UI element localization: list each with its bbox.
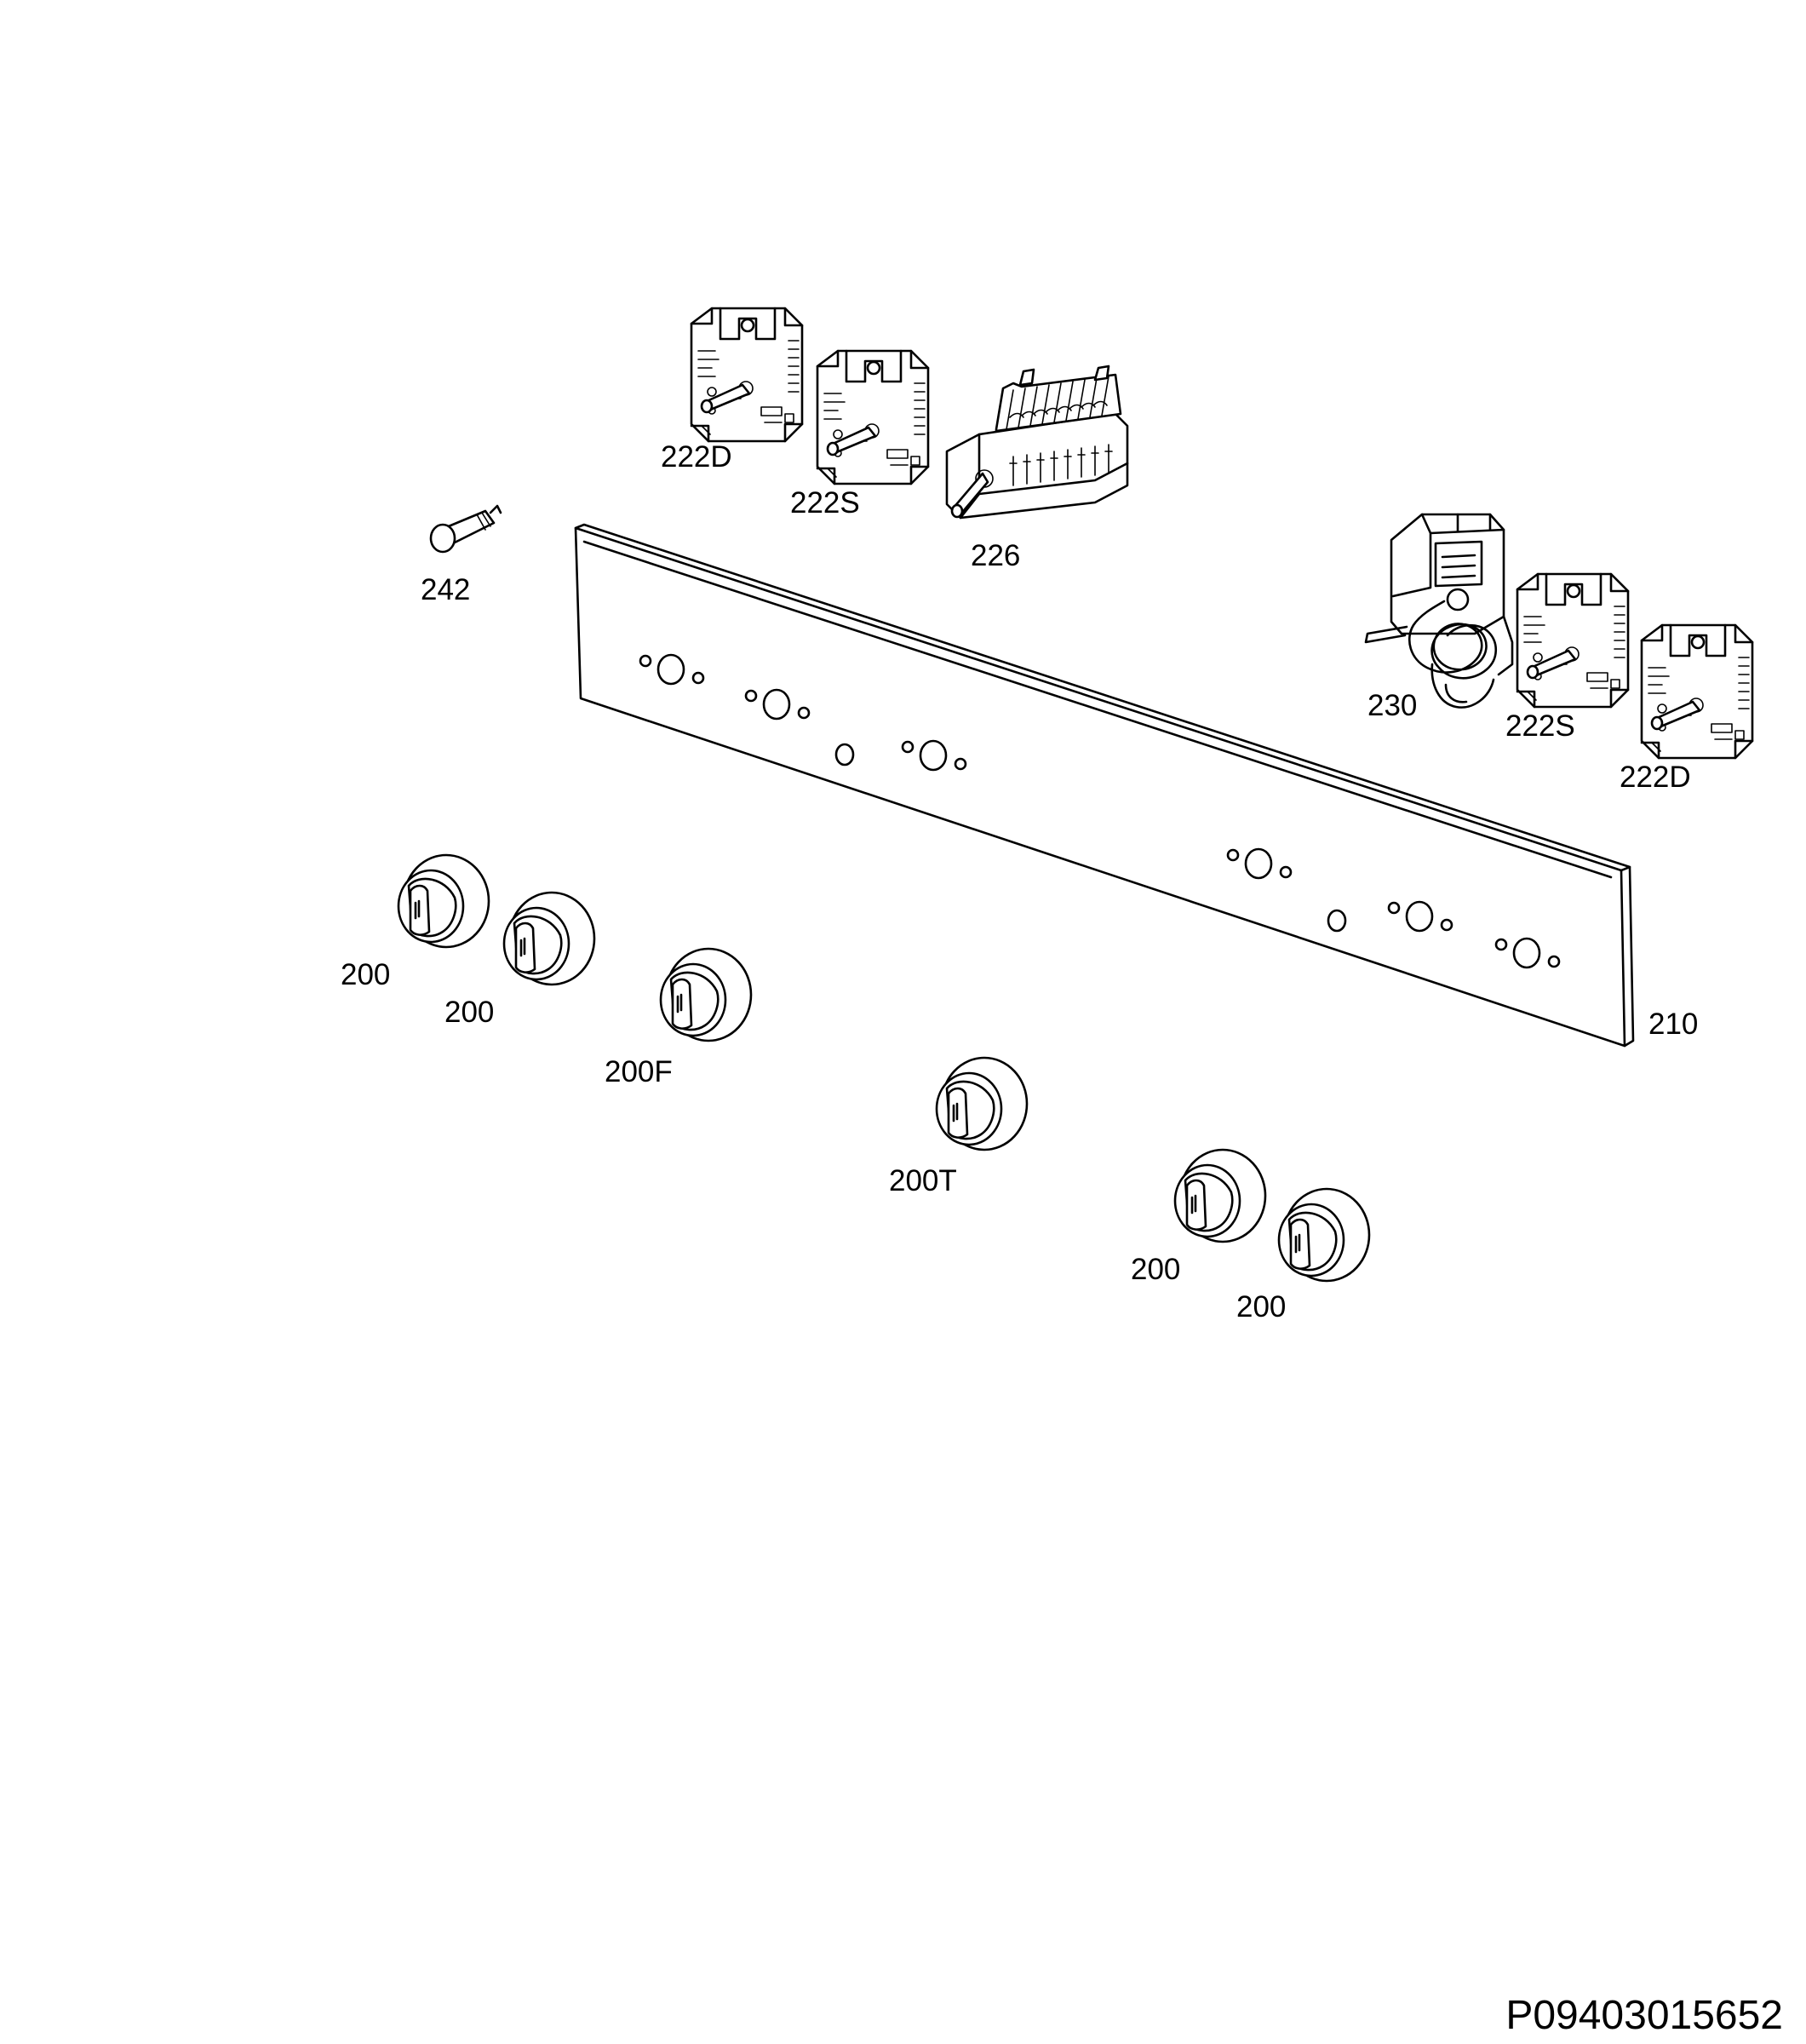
label-242: 242: [421, 573, 470, 606]
label-222S-left: 222S: [790, 486, 860, 520]
knob-200-2: [502, 891, 596, 986]
knob-200F: [659, 947, 753, 1042]
drawing-code: P09403015652: [1505, 1993, 1783, 2038]
thermostat-230: [1364, 513, 1514, 709]
label-200-2: 200: [444, 996, 494, 1029]
energy-regulator-222S-right: [1516, 572, 1630, 709]
knob-200-6: [1277, 1187, 1371, 1283]
pilot-lamp-242: [429, 504, 502, 554]
label-200F: 200F: [605, 1055, 673, 1088]
label-200-5: 200: [1131, 1253, 1180, 1286]
control-panel-210: [574, 523, 1635, 1048]
label-200-6: 200: [1236, 1290, 1286, 1323]
energy-regulator-222S-left: [816, 349, 930, 485]
knob-200T: [935, 1056, 1029, 1151]
label-226: 226: [971, 539, 1020, 572]
label-222D-left: 222D: [661, 440, 732, 474]
label-200-1: 200: [341, 958, 390, 991]
label-200T: 200T: [889, 1164, 957, 1197]
function-selector-226: [945, 365, 1129, 520]
energy-regulator-222D-left: [690, 307, 804, 443]
knob-200-5: [1173, 1148, 1267, 1243]
label-210: 210: [1648, 1008, 1698, 1041]
label-230: 230: [1367, 689, 1417, 722]
knob-200-1: [397, 853, 490, 949]
energy-regulator-222D-right: [1640, 623, 1754, 760]
label-222D-right: 222D: [1620, 761, 1691, 794]
label-222S-right: 222S: [1505, 709, 1575, 743]
